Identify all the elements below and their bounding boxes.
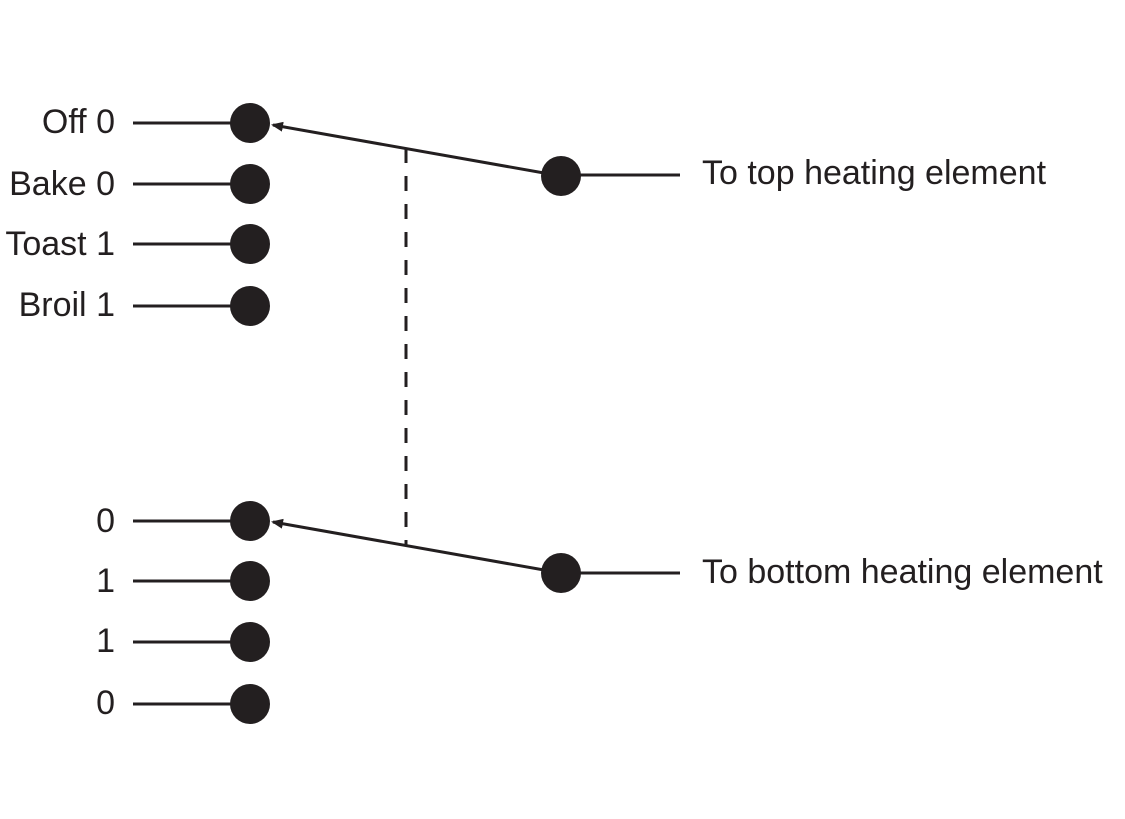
bottom-contact-label-2: 1 <box>96 562 115 600</box>
bottom-contact-terminal-2 <box>230 561 270 601</box>
bottom-switch-contacts: 0 1 1 0 <box>96 501 270 724</box>
bottom-contact-terminal-1 <box>230 501 270 541</box>
bottom-contact-label-1: 0 <box>96 502 115 540</box>
top-contact-label-toast: Toast 1 <box>5 225 115 263</box>
top-contact-broil: Broil 1 <box>19 286 270 326</box>
top-contact-bake: Bake 0 <box>9 164 270 204</box>
top-contact-toast: Toast 1 <box>5 224 270 264</box>
top-contact-label-broil: Broil 1 <box>19 286 115 324</box>
bottom-contact-label-3: 1 <box>96 622 115 660</box>
bottom-contact-terminal-3 <box>230 622 270 662</box>
bottom-contact-terminal-4 <box>230 684 270 724</box>
bottom-contact-1: 0 <box>96 501 270 541</box>
top-contact-terminal-bake <box>230 164 270 204</box>
bottom-contact-label-4: 0 <box>96 684 115 722</box>
bottom-contact-4: 0 <box>96 684 270 724</box>
top-contact-terminal-off <box>230 103 270 143</box>
bottom-switch-wiper: To bottom heating element <box>271 518 1103 593</box>
top-switch-wiper: To top heating element <box>271 121 1047 196</box>
top-wiper-arrow <box>271 121 562 178</box>
bottom-contact-2: 1 <box>96 561 270 601</box>
top-contact-label-off: Off 0 <box>42 103 115 141</box>
top-contact-terminal-toast <box>230 224 270 264</box>
bottom-wiper-arrow <box>271 518 562 575</box>
bottom-contact-3: 1 <box>96 622 270 662</box>
top-output-label: To top heating element <box>702 154 1047 192</box>
top-contact-terminal-broil <box>230 286 270 326</box>
bottom-output-label: To bottom heating element <box>702 553 1103 591</box>
top-contact-off: Off 0 <box>42 103 270 143</box>
top-switch-contacts: Off 0 Bake 0 Toast 1 Broil 1 <box>5 103 270 326</box>
top-contact-label-bake: Bake 0 <box>9 165 115 203</box>
